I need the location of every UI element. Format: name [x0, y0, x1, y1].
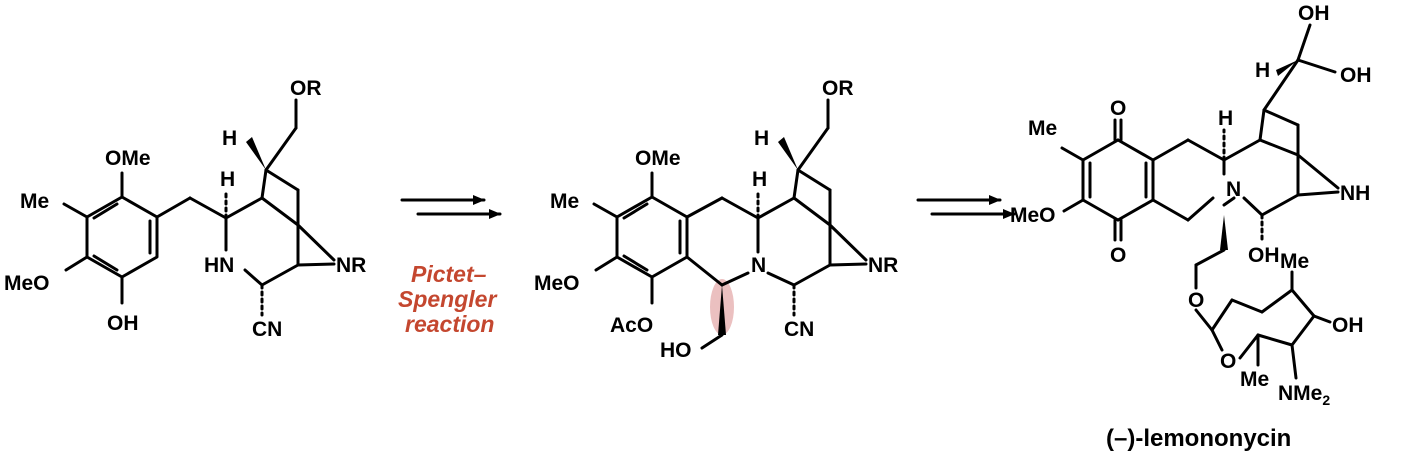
molecule3-o-top-label: O — [1110, 97, 1126, 120]
molecule3-h-wedge — [1276, 60, 1298, 76]
molecule3-n-label: N — [1226, 178, 1241, 201]
molecule1-ome-label: OMe — [105, 147, 151, 170]
molecule2-aco-label: AcO — [610, 314, 653, 337]
molecule3-o-bot-label: O — [1110, 244, 1126, 267]
molecule1-h-wedge — [246, 137, 266, 170]
molecule1-hn-label: HN — [204, 254, 234, 277]
molecule3-oh2-label: OH — [1340, 64, 1372, 87]
molecule3-ch2-wedge — [1220, 215, 1228, 250]
molecule3-oh-ring-label: OH — [1248, 244, 1280, 267]
molecule2-ch2oh-wedge — [718, 285, 726, 335]
starting-material-structure: OMe Me MeO OH H H HN NR CN OR — [4, 77, 366, 341]
molecule2-ho-label: HO — [660, 339, 692, 362]
molecule3-h-bridge-label: H — [1255, 59, 1270, 82]
molecule3-bonds — [1060, 23, 1340, 380]
molecule1-cn-label: CN — [252, 318, 282, 341]
molecule3-oh1-label: OH — [1298, 2, 1330, 25]
molecule2-cn-label: CN — [784, 318, 814, 341]
molecule1-meo-label: MeO — [4, 272, 50, 295]
reaction-arrow-2 — [916, 195, 1016, 219]
intermediate-structure: OMe Me MeO AcO HO H H N NR CN OR — [534, 77, 898, 362]
molecule2-h-ring-label: H — [752, 168, 767, 191]
molecule2-meo-label: MeO — [534, 272, 580, 295]
reaction-label-line-3: reaction — [405, 311, 494, 337]
molecule3-me-label: Me — [1028, 117, 1057, 140]
lemononycin-name: (–)-lemononycin — [1106, 425, 1291, 452]
molecule1-or-label: OR — [290, 77, 322, 100]
molecule3-oh-sugar-label: OH — [1332, 314, 1364, 337]
molecule2-n-label: N — [751, 254, 766, 277]
molecule3-h-ring-label: H — [1218, 107, 1233, 130]
molecule1-bonds — [62, 98, 336, 317]
molecule1-oh-label: OH — [107, 312, 139, 335]
molecule3-nh-label: NH — [1340, 182, 1370, 205]
molecule1-me-label: Me — [20, 190, 49, 213]
molecule2-nr-label: NR — [868, 254, 898, 277]
molecule1-nr-label: NR — [336, 254, 366, 277]
molecule2-ome-label: OMe — [635, 147, 681, 170]
molecule2-h-bridge-label: H — [754, 127, 769, 150]
molecule3-meo-label: MeO — [1010, 204, 1056, 227]
lemononycin-structure: Me MeO O O H H N NH OH OH OH O O Me OH M… — [1010, 2, 1372, 452]
molecule3-me-sugar-label: Me — [1280, 250, 1309, 273]
molecule2-bonds — [592, 98, 868, 350]
molecule3-me-nme-label: Me — [1240, 368, 1269, 391]
molecule3-o-sugar-label: O — [1220, 350, 1236, 373]
molecule3-nme-label: NMe2 — [1278, 382, 1330, 408]
reaction-arrow-1 — [400, 195, 502, 219]
reaction-label-line-1: Pictet– — [411, 261, 487, 287]
molecule1-h-bridge-label: H — [222, 127, 237, 150]
molecule2-me-label: Me — [550, 190, 579, 213]
reaction-label: Pictet– Spengler reaction — [398, 261, 497, 337]
molecule2-or-label: OR — [822, 77, 854, 100]
reaction-label-line-2: Spengler — [398, 286, 497, 312]
molecule1-h-ring-label: H — [220, 168, 235, 191]
molecule3-o-link-label: O — [1188, 289, 1204, 312]
molecule2-h-wedge — [778, 137, 798, 170]
